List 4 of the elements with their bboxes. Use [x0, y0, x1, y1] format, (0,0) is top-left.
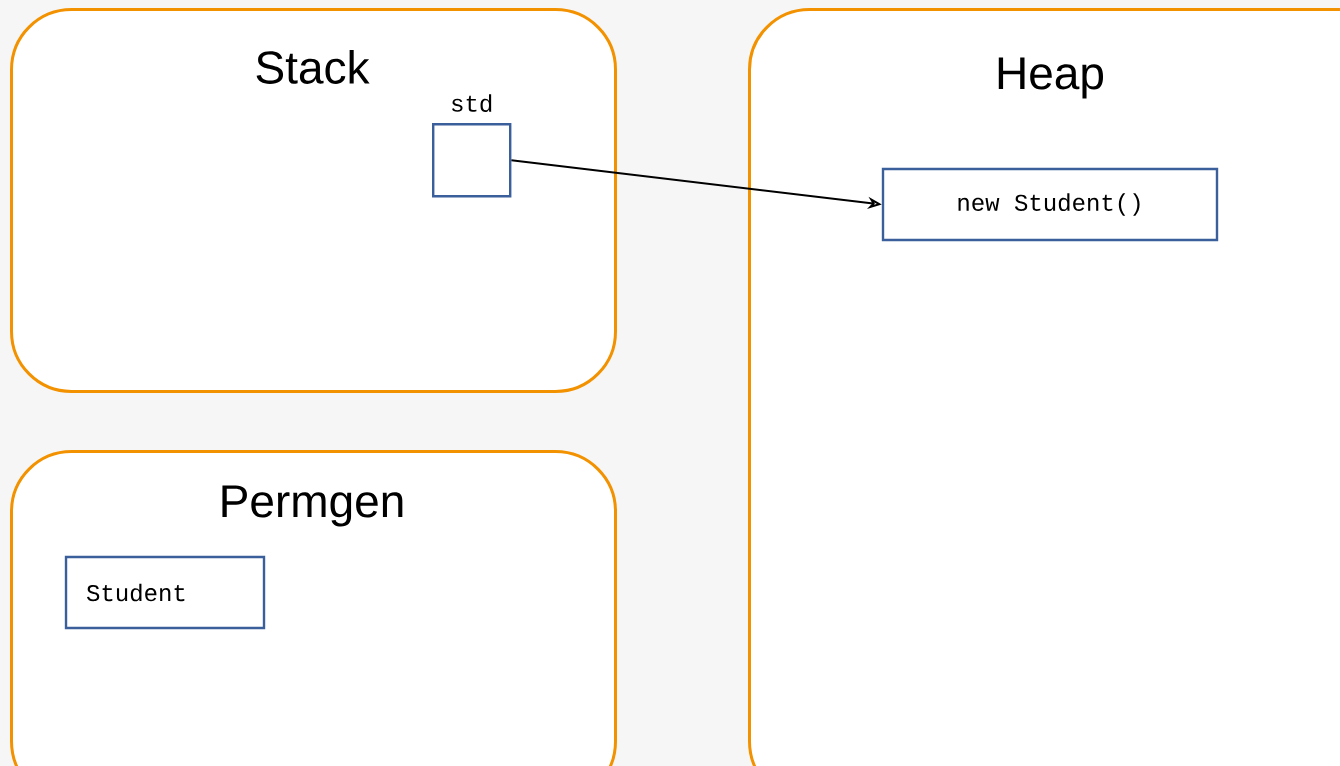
node-label: std	[452, 94, 492, 112]
class-box: Student	[64, 555, 266, 630]
object-box: new Student()	[881, 167, 1219, 242]
variable-box: std	[432, 94, 512, 198]
